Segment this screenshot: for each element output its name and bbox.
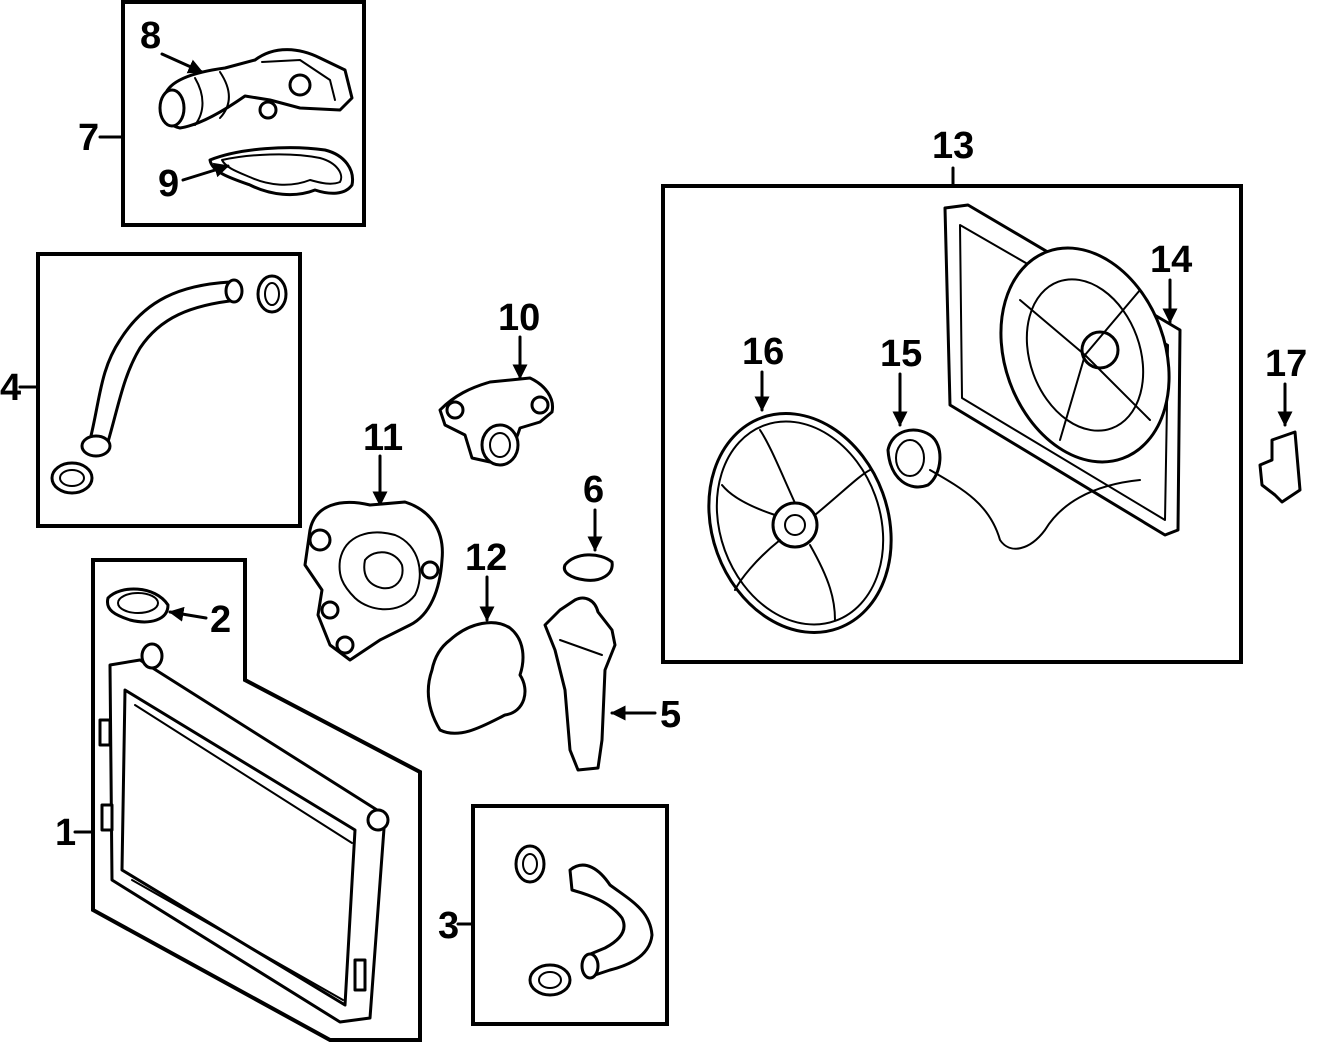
resistor-part — [1258, 430, 1302, 504]
resistor-item: 17 — [1258, 343, 1307, 504]
hose-clamp-upper — [256, 274, 288, 314]
callout-17: 17 — [1265, 343, 1307, 385]
water-outlet-part — [158, 48, 354, 130]
reservoir-part — [543, 596, 617, 772]
reservoir-cap-part — [562, 553, 614, 582]
group-1-radiator: 1 2 — [55, 558, 422, 1042]
lower-hose-clamp-bottom — [528, 963, 572, 997]
pump-gasket-part — [426, 621, 527, 735]
callout-4: 4 — [0, 367, 21, 409]
fan-motor-part — [886, 428, 1141, 550]
group-4-upper-hose: 4 — [0, 252, 302, 528]
callout-16: 16 — [742, 331, 784, 373]
reservoir-cap-item: 6 — [562, 469, 614, 582]
callout-14: 14 — [1150, 239, 1192, 281]
water-pump-part — [303, 500, 444, 662]
callout-5: 5 — [660, 694, 681, 736]
callout-9: 9 — [158, 163, 179, 205]
group-4-frame — [36, 252, 302, 528]
lower-hose-clamp-top — [514, 844, 546, 884]
callout-10: 10 — [498, 297, 540, 339]
callout-1: 1 — [55, 812, 76, 854]
group-13-fan-assembly: 13 14 15 — [661, 125, 1243, 664]
pump-gasket-item: 12 — [426, 537, 527, 735]
callout-3: 3 — [438, 905, 459, 947]
group-7-frame — [121, 0, 366, 227]
radiator-part — [98, 642, 390, 1024]
callout-11: 11 — [363, 417, 403, 459]
group-3-lower-hose: 3 — [438, 804, 669, 1026]
callout-8: 8 — [140, 15, 161, 57]
water-pump-item: 11 — [303, 417, 444, 662]
reservoir-item: 5 — [543, 596, 681, 772]
callout-6: 6 — [583, 469, 604, 511]
hose-clamp-lower — [50, 461, 94, 495]
callout-2: 2 — [210, 599, 231, 641]
gasket-part — [208, 146, 355, 196]
callout-13: 13 — [932, 125, 974, 167]
callout-12: 12 — [465, 537, 507, 579]
group-1-frame — [91, 558, 422, 1042]
group-3-frame — [471, 804, 669, 1026]
group-7-thermostat-housing: 8 7 9 — [78, 0, 366, 227]
callout-7: 7 — [78, 117, 99, 159]
thermostat-item: 10 — [438, 297, 555, 467]
thermostat-part — [438, 376, 555, 467]
shroud-part — [943, 203, 1182, 537]
callout-15: 15 — [880, 333, 922, 375]
radiator-cap-part — [105, 587, 170, 624]
fan-blade-part — [707, 412, 893, 634]
